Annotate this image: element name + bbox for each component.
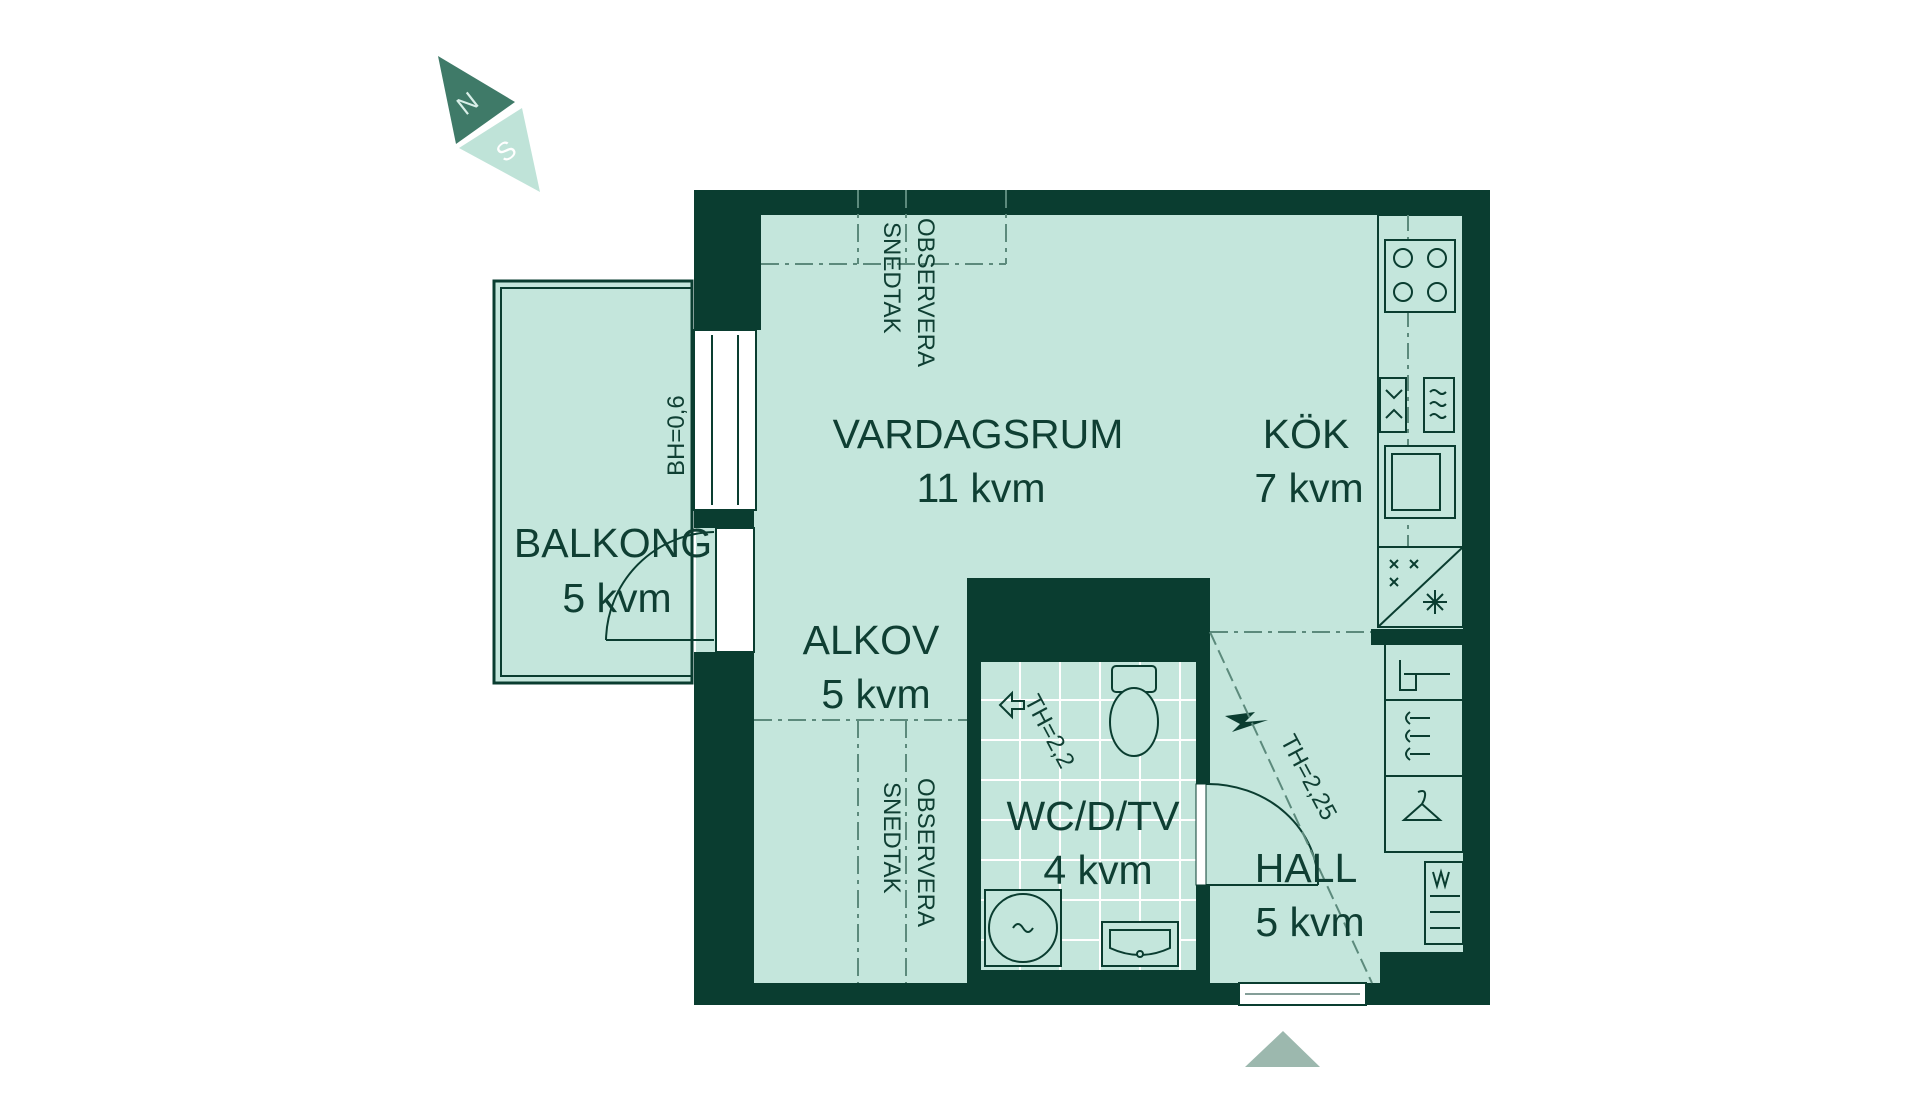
oven-icon [1423,377,1455,433]
snedtak-top-line2: SNEDTAK [878,222,905,334]
vardagsrum-area: 11 kvm [916,465,1045,511]
broom-icon [1399,660,1450,691]
drain-arrow-icon [998,690,1025,720]
wall-corner-bottom-right [1380,952,1490,1005]
cleaning-closet [1384,643,1464,701]
entrance-door [1209,631,1373,1006]
snedtak-bottom-line1: OBSERVERA [912,778,939,927]
compass-north-arrow [438,56,515,144]
sink-icon [1101,921,1179,967]
alkov-name: ALKOV [803,617,940,663]
wall-left-top-block [694,215,738,275]
shoe-rack [1424,861,1464,945]
notes: OBSERVERA SNEDTAK OBSERVERA SNEDTAK BH=0… [663,218,1342,927]
shower-icon [984,889,1062,967]
kitchen [1371,214,1464,645]
towels-icon [1405,711,1430,761]
hall-area: 5 kvm [1255,899,1364,945]
electrical-icon [1225,712,1268,732]
outer-walls [694,190,1490,1005]
wardrobe [1384,775,1464,853]
entrance-marker [1245,1031,1320,1067]
entrance-door-swing-line [1209,631,1373,984]
alkov-area: 5 kvm [821,671,930,717]
window-height-label: BH=0,6 [663,395,690,476]
balkong-area: 5 kvm [562,575,671,621]
wall-left-middle [694,510,754,528]
room-labels: VARDAGSRUM 11 kvm KÖK 7 kvm BALKONG 5 kv… [514,411,1365,945]
balcony-door-swing [605,531,715,641]
kok-area: 7 kvm [1254,465,1363,511]
wc-area: 4 kvm [1043,847,1152,893]
bathroom-wall-left [967,578,981,1005]
balcony-door [605,527,755,653]
hanger-icon [1401,790,1443,821]
balcony-floor [492,279,694,685]
shoe-rack-icon [1430,868,1460,929]
balcony [492,279,694,685]
vardagsrum-name: VARDAGSRUM [833,411,1124,457]
hall-name: HALL [1255,845,1358,891]
bathroom [967,578,1320,1005]
fridge-icon [1384,445,1456,519]
wall-right [1463,190,1490,1005]
kok-name: KÖK [1263,411,1350,457]
snedtak-top-line1: OBSERVERA [912,218,939,367]
dashed-lines [754,190,1380,983]
wc-name: WC/D/TV [1006,793,1180,839]
window-frame [693,329,757,511]
toilet-icon [1109,665,1159,757]
bathroom-door [1195,782,1320,886]
balcony-window [693,329,757,511]
dishwasher-icon [1379,377,1407,433]
compass-south-arrow [459,108,540,192]
wall-left-lower [694,652,754,1005]
compass: N S [438,56,540,192]
bathroom-wall-right [1196,578,1210,784]
bathroom-wall-bottom [967,970,1210,1005]
hall-closets [1384,643,1464,945]
linen-closet [1384,699,1464,777]
balcony-railing [500,287,693,677]
wall-top [694,190,1490,215]
stove-icon [1384,239,1456,313]
bathroom-wall-top [967,578,1210,662]
balkong-name: BALKONG [514,520,712,566]
snedtak-bottom-line2: SNEDTAK [878,782,905,894]
